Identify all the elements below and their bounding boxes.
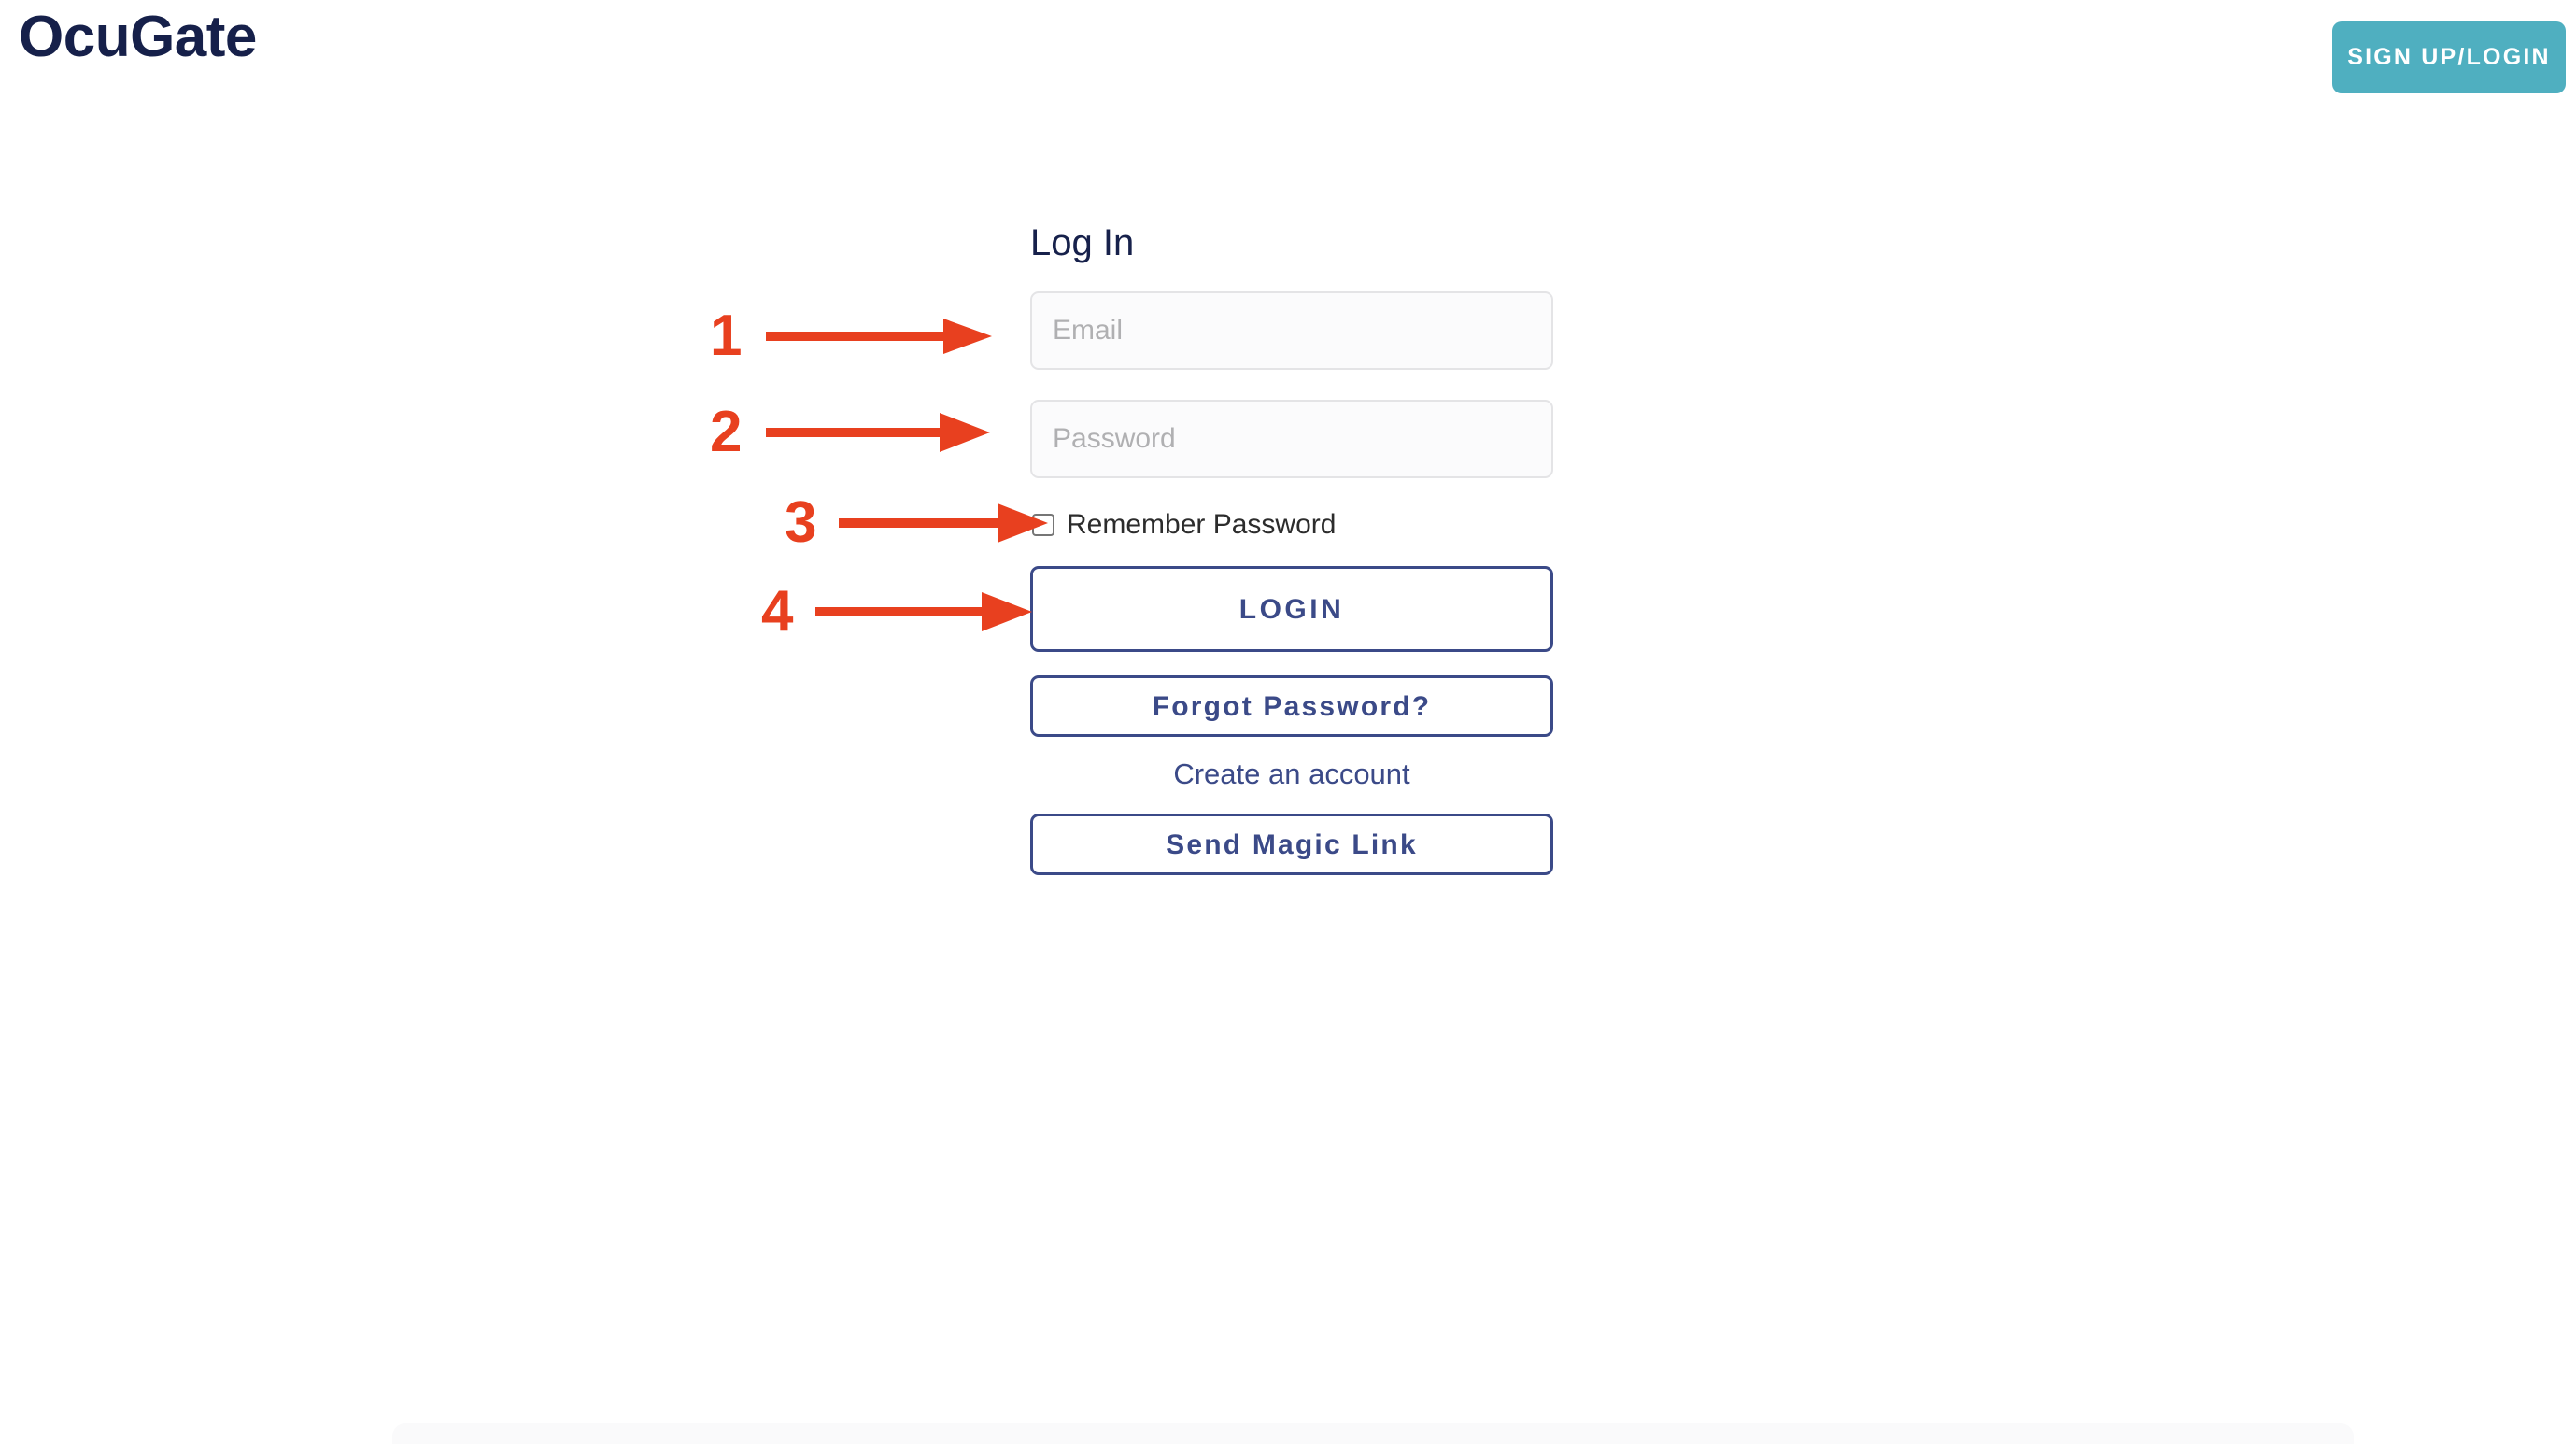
footer-panel-edge xyxy=(392,1423,2354,1444)
login-button[interactable]: LOGIN xyxy=(1030,566,1553,652)
site-header: OcuGate SIGN UP/LOGIN xyxy=(0,0,2576,121)
email-field[interactable] xyxy=(1030,291,1553,370)
create-account-link[interactable]: Create an account xyxy=(1173,757,1410,790)
annotation-3: 3 xyxy=(785,490,1055,556)
password-field[interactable] xyxy=(1030,400,1553,478)
annotation-1: 1 xyxy=(710,304,999,369)
remember-password-row: Remember Password xyxy=(1032,508,1553,542)
remember-password-checkbox[interactable] xyxy=(1032,514,1054,536)
annotation-number-4: 4 xyxy=(761,579,794,644)
arrow-right-icon xyxy=(839,503,1049,543)
page-title: Log In xyxy=(1030,222,1135,263)
remember-password-label[interactable]: Remember Password xyxy=(1067,509,1337,540)
annotation-number-3: 3 xyxy=(785,490,817,555)
signup-login-button[interactable]: SIGN UP/LOGIN xyxy=(2332,21,2566,93)
forgot-password-button[interactable]: Forgot Password? xyxy=(1030,675,1553,737)
annotation-4: 4 xyxy=(761,579,1041,644)
send-magic-link-button[interactable]: Send Magic Link xyxy=(1030,814,1553,875)
arrow-right-icon xyxy=(766,319,993,354)
brand-logo: OcuGate xyxy=(19,5,257,69)
login-form: Log In Remember Password LOGIN Forgot Pa… xyxy=(1030,220,1553,875)
annotation-2: 2 xyxy=(710,400,999,465)
annotation-number-1: 1 xyxy=(710,304,743,368)
arrow-right-icon xyxy=(815,592,1033,631)
arrow-right-icon xyxy=(766,413,991,452)
annotation-number-2: 2 xyxy=(710,400,743,464)
